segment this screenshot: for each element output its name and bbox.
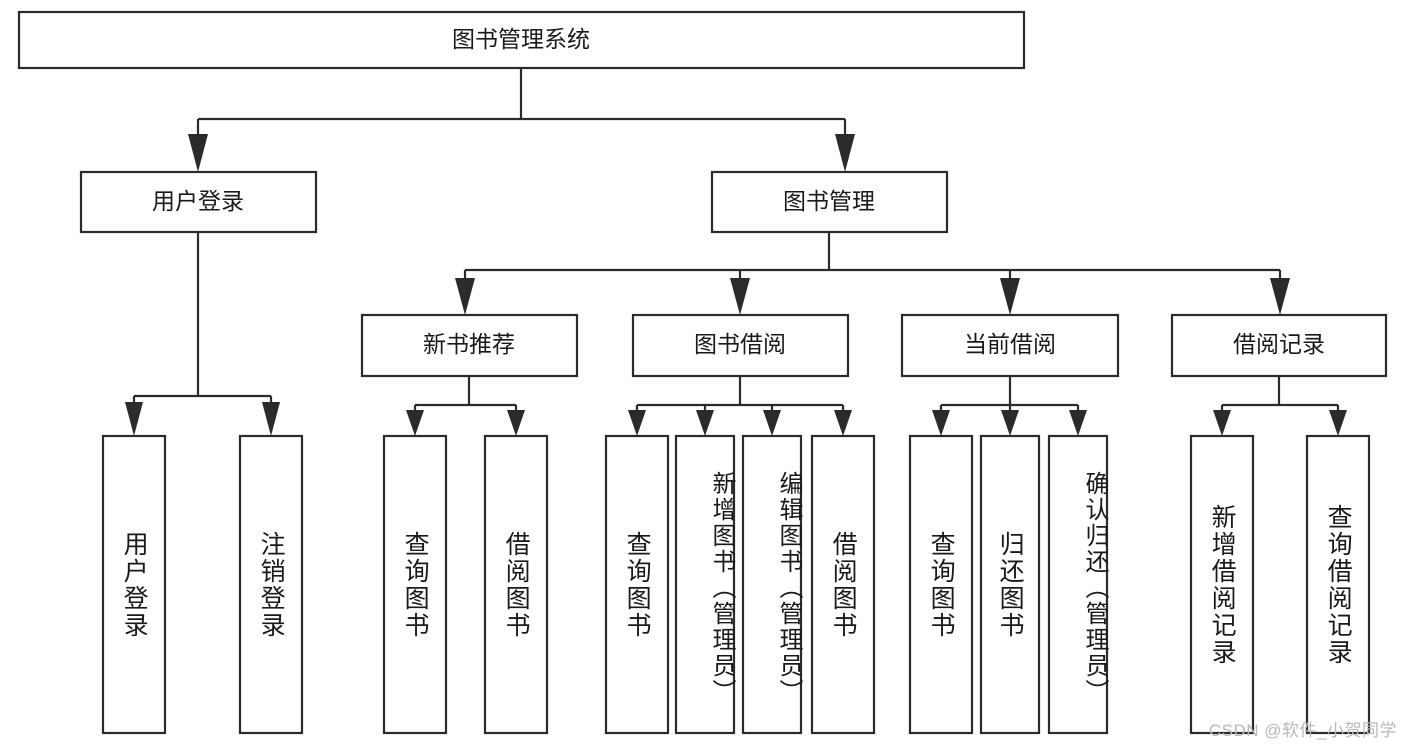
- node-user-login-label: 用户登录: [152, 188, 244, 214]
- arrow-head-icon: [834, 410, 852, 436]
- node-root-label: 图书管理系统: [452, 26, 590, 52]
- connector-user-login-to-leaves: [125, 232, 280, 436]
- arrow-head-icon: [262, 402, 280, 436]
- node-new-book-recommend-label: 新书推荐: [423, 331, 515, 357]
- arrow-head-icon: [125, 402, 143, 436]
- node-borrow-record[interactable]: 借阅记录: [1170, 313, 1388, 378]
- node-borrow-record-label: 借阅记录: [1233, 331, 1325, 357]
- arrow-head-icon: [406, 410, 424, 436]
- connector-book-borrow-to-leaves: [628, 376, 852, 436]
- leaf-box-book-borrow-2: [741, 434, 803, 735]
- arrow-head-icon: [1000, 278, 1020, 315]
- node-book-management-label: 图书管理: [783, 188, 875, 214]
- node-book-borrow[interactable]: 图书借阅: [631, 313, 850, 378]
- connector-borrow-record-to-leaves: [1213, 376, 1347, 436]
- arrow-head-icon: [188, 134, 208, 172]
- leaf-boxes-user-login[interactable]: [101, 434, 304, 735]
- arrow-head-icon: [455, 278, 475, 315]
- arrow-head-icon: [763, 410, 781, 436]
- arrow-head-icon: [696, 410, 714, 436]
- connector-book-mgmt-to-level3: [455, 232, 1290, 315]
- connector-new-book-to-leaves: [406, 376, 525, 436]
- watermark: CSDN @软件_小贺同学: [1208, 721, 1397, 740]
- node-user-login[interactable]: 用户登录: [79, 170, 318, 234]
- connector-current-borrow-to-leaves: [932, 376, 1087, 436]
- node-current-borrow-label: 当前借阅: [964, 331, 1056, 357]
- leaf-box-new-book-0: [382, 434, 448, 735]
- leaf-boxes-new-book-recommend[interactable]: [382, 434, 549, 735]
- arrow-head-icon: [507, 410, 525, 436]
- leaf-box-book-borrow-3: [810, 434, 876, 735]
- node-book-management[interactable]: 图书管理: [710, 170, 949, 234]
- leaf-box-borrow-record-1: [1305, 434, 1371, 735]
- leaf-box-user-login-1: [238, 434, 304, 735]
- leaf-box-new-book-1: [483, 434, 549, 735]
- leaf-boxes-borrow-record[interactable]: [1189, 434, 1371, 735]
- arrow-head-icon: [628, 410, 646, 436]
- node-new-book-recommend[interactable]: 新书推荐: [360, 313, 579, 378]
- arrow-head-icon: [1069, 410, 1087, 436]
- leaf-boxes-book-borrow[interactable]: [604, 434, 876, 735]
- node-current-borrow[interactable]: 当前借阅: [900, 313, 1120, 378]
- node-root[interactable]: 图书管理系统: [17, 10, 1026, 70]
- leaf-box-book-borrow-1: [674, 434, 736, 735]
- arrow-head-icon: [1329, 410, 1347, 436]
- arrow-head-icon: [1270, 278, 1290, 315]
- leaf-box-current-borrow-0: [908, 434, 974, 735]
- leaf-box-current-borrow-2: [1047, 434, 1109, 735]
- leaf-boxes-current-borrow[interactable]: [908, 434, 1109, 735]
- node-book-borrow-label: 图书借阅: [694, 331, 786, 357]
- leaf-box-book-borrow-0: [604, 434, 670, 735]
- leaf-box-user-login-0: [101, 434, 167, 735]
- arrow-head-icon: [730, 278, 750, 315]
- leaf-box-current-borrow-1: [979, 434, 1041, 735]
- arrow-head-icon: [1001, 410, 1019, 436]
- arrow-head-icon: [932, 410, 950, 436]
- connector-root-to-level2: [188, 68, 855, 172]
- leaf-box-borrow-record-0: [1189, 434, 1255, 735]
- arrow-head-icon: [1213, 410, 1231, 436]
- arrow-head-icon: [835, 134, 855, 172]
